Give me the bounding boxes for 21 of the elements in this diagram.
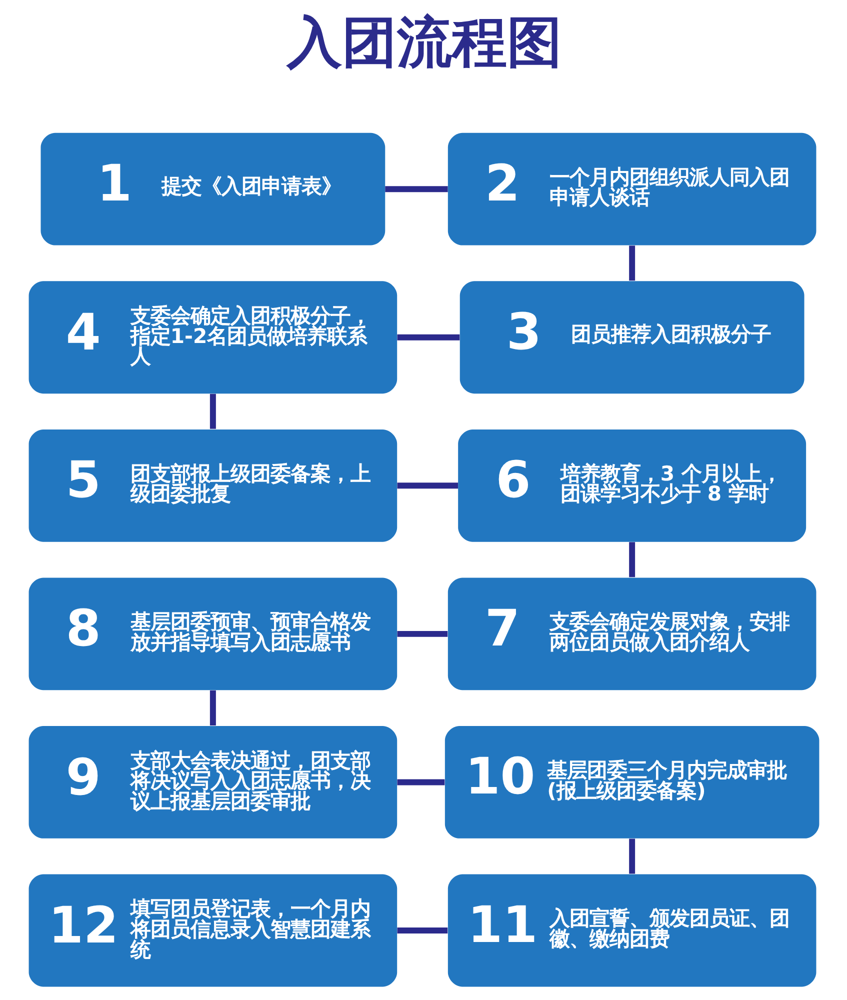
connector xyxy=(628,838,635,874)
node-box: 1 提交《入团申请表》 xyxy=(40,132,385,246)
connector xyxy=(396,482,458,489)
node-box: 9 支部大会表决通过，团支部将决议写入入团志愿书，决议上报基层团委审批 xyxy=(28,726,397,838)
node-box: 7 支委会确定发展对象，安排两位团员做入团介绍人 xyxy=(447,578,816,690)
node-box: 6 培养教育，3 个月以上，团课学习不少于 8 学时 xyxy=(458,429,806,542)
connector xyxy=(396,334,460,340)
connector xyxy=(209,394,216,429)
node-box: 8 基层团委预审、预审合格发放并指导填写入团志愿书 xyxy=(28,578,397,690)
connector xyxy=(628,246,635,281)
connector xyxy=(396,630,448,637)
connector xyxy=(384,186,448,192)
node-box: 4 支委会确定入团积极分子，指定1-2名团员做培养联系人 xyxy=(28,281,397,394)
connector xyxy=(396,928,448,934)
diagram-title: 入团流程图 xyxy=(286,10,562,74)
node-box: 3 团员推荐入团积极分子 xyxy=(459,281,804,394)
node-box: 5 团支部报上级团委备案，上级团委批复 xyxy=(28,429,397,542)
connector xyxy=(209,690,216,726)
connector xyxy=(628,542,635,578)
node-box: 2 一个月内团组织派人同入团申请人谈话 xyxy=(447,132,816,246)
connector xyxy=(396,779,444,786)
